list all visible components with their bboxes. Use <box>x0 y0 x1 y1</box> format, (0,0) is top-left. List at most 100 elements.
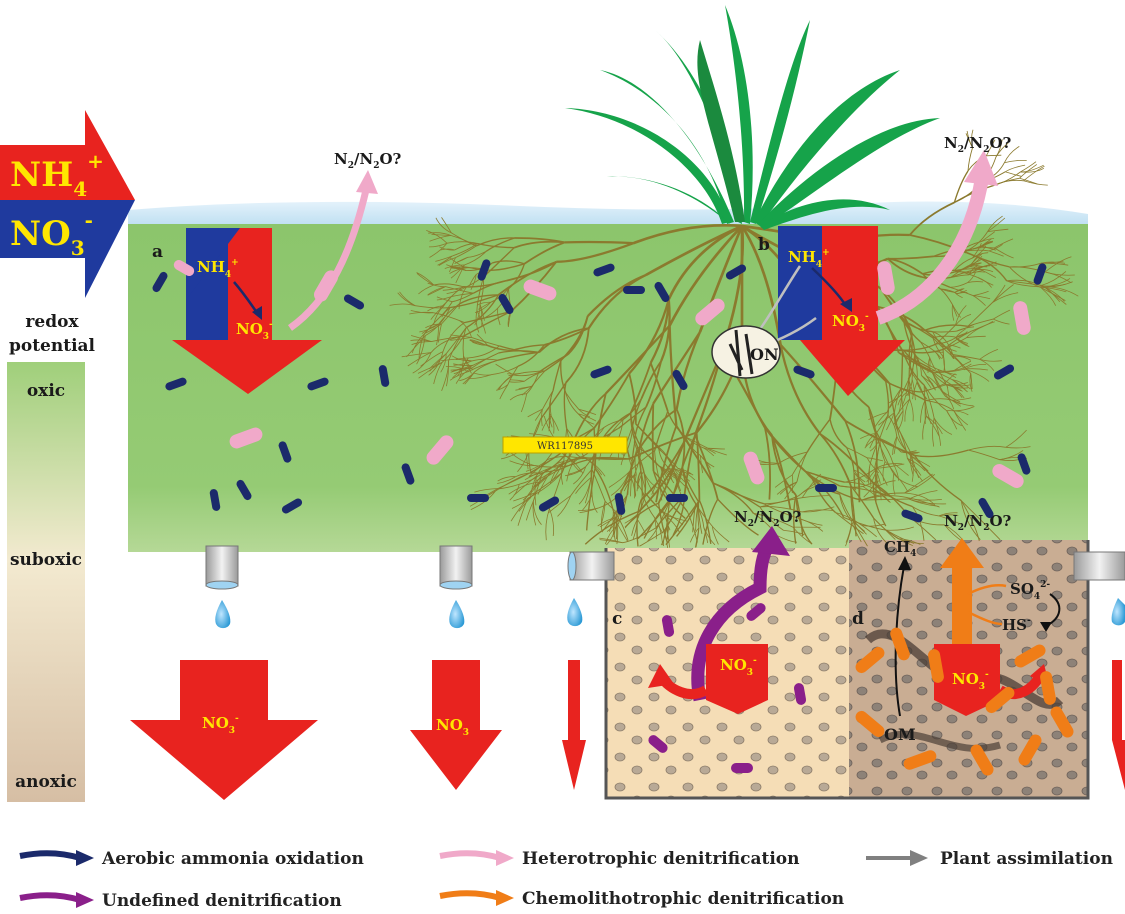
bacterium <box>978 497 994 519</box>
root-strand <box>485 307 498 318</box>
root-strand <box>655 425 678 503</box>
root-strand <box>513 240 565 249</box>
root-strand <box>926 375 936 391</box>
root-strand <box>1046 278 1071 288</box>
root-strand <box>637 456 643 492</box>
bacterium <box>614 493 626 515</box>
root-strand <box>517 344 545 367</box>
root-strand <box>689 527 700 543</box>
root-strand <box>640 360 662 399</box>
panel-label-c: c <box>612 609 622 629</box>
bacterium <box>307 377 329 391</box>
bacterium <box>623 286 645 294</box>
root-strand <box>912 382 918 400</box>
root-strand <box>776 534 797 543</box>
root-strand <box>652 331 701 405</box>
root-strand <box>707 447 727 456</box>
root-strand <box>879 437 902 453</box>
root-strand <box>471 358 499 362</box>
root-strand <box>930 370 952 386</box>
root-strand <box>406 335 426 358</box>
watermark-box <box>502 436 628 454</box>
root-strand <box>591 494 598 513</box>
root-strand <box>411 332 426 354</box>
root-strand <box>903 321 916 355</box>
root-strand <box>987 215 1003 232</box>
root-strand <box>478 301 491 310</box>
bacterium <box>993 364 1015 380</box>
root-strand <box>497 476 516 482</box>
root-strand <box>491 365 519 376</box>
root-strand <box>534 475 537 506</box>
root-strand <box>940 288 953 305</box>
root-strand <box>970 255 983 267</box>
root-strand <box>874 412 888 429</box>
root-strand <box>712 526 719 545</box>
bacterium <box>725 264 747 280</box>
root-strand <box>634 408 678 457</box>
root-strand <box>981 231 996 242</box>
root-strand <box>873 517 889 545</box>
root-strand <box>940 288 958 295</box>
root-strand <box>608 419 624 437</box>
root-strand <box>972 245 987 259</box>
redox-level-suboxic: suboxic <box>10 550 82 570</box>
root-strand <box>946 410 958 430</box>
root-strand <box>993 318 1010 325</box>
root-strand <box>591 469 606 502</box>
organic-n-label: ON <box>750 345 779 364</box>
root-strand <box>517 497 529 526</box>
root-strand <box>868 468 872 486</box>
root-strand <box>455 359 473 362</box>
root-strand <box>535 470 554 488</box>
root-strand <box>523 241 566 265</box>
root-strand <box>771 435 792 510</box>
bacterium <box>314 270 338 302</box>
legend-label-plant: Plant assimilation <box>940 849 1113 869</box>
root-strand <box>597 517 617 527</box>
root-strand <box>630 412 639 448</box>
root-strand <box>853 469 866 483</box>
root-strand <box>906 369 910 393</box>
root-strand <box>909 201 955 236</box>
root-strand <box>908 333 913 374</box>
root-strand <box>641 491 656 519</box>
root-strand <box>570 469 593 496</box>
root-strand <box>904 492 936 506</box>
organic-matter-label: OM <box>884 725 916 744</box>
root-strand <box>896 425 911 457</box>
panel-b-no3: NO3- <box>832 312 869 334</box>
root-strand <box>1005 429 1027 448</box>
root-strand <box>658 524 663 546</box>
root-strand <box>932 417 935 447</box>
root-strand <box>604 500 623 518</box>
root-strand <box>887 258 922 278</box>
root-strand <box>472 352 499 366</box>
root-strand <box>532 501 537 526</box>
panel-label-a: a <box>152 242 163 262</box>
root-strand <box>932 331 944 347</box>
root-strand <box>967 266 984 268</box>
root-strand <box>987 217 1006 232</box>
root-strand <box>946 410 969 416</box>
bacterium <box>661 615 675 637</box>
root-strand <box>886 529 913 546</box>
bacterium <box>855 710 885 738</box>
root-strand <box>465 294 499 329</box>
panel-c-no3: NO3- <box>720 656 757 678</box>
root-strand <box>453 363 473 366</box>
root-strand <box>639 530 665 547</box>
root-strand <box>993 177 1020 186</box>
root-strand <box>886 526 914 531</box>
root-strand <box>904 473 936 494</box>
root-strand <box>453 364 474 375</box>
root-strand <box>429 235 452 242</box>
root-strand <box>439 246 455 251</box>
root-strand <box>476 301 491 306</box>
root-strand <box>416 273 435 286</box>
bacterium <box>901 509 923 523</box>
root-strand <box>612 510 616 542</box>
bacterium <box>401 463 415 485</box>
root-strand <box>524 370 546 373</box>
